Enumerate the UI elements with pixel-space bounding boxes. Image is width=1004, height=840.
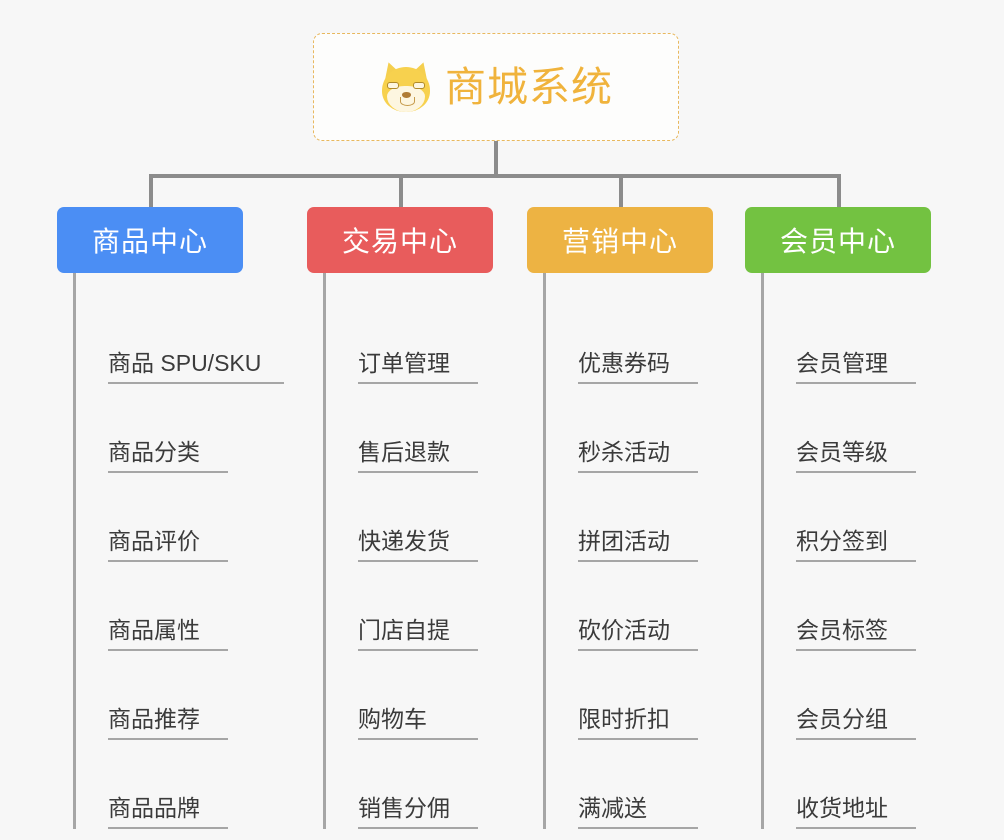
leaf-item[interactable]: 限时折扣 <box>546 651 747 740</box>
leaf-item[interactable]: 秒杀活动 <box>546 384 747 473</box>
leaf-label: 优惠券码 <box>578 349 698 384</box>
connector-horizontal-bus <box>149 174 841 178</box>
leaf-item[interactable]: 订单管理 <box>326 295 527 384</box>
leaf-label: 购物车 <box>358 705 478 740</box>
leaf-label: 拼团活动 <box>578 527 698 562</box>
leaf-item[interactable]: 商品评价 <box>76 473 277 562</box>
leaf-label: 会员管理 <box>796 349 916 384</box>
leaf-item[interactable]: 拼团活动 <box>546 473 747 562</box>
leaf-item[interactable]: 售后退款 <box>326 384 527 473</box>
leaf-label: 会员等级 <box>796 438 916 473</box>
leaf-label: 砍价活动 <box>578 616 698 651</box>
leaf-item[interactable]: 商品品牌 <box>76 740 277 829</box>
leaf-item[interactable]: 商品 SPU/SKU <box>76 295 284 384</box>
branch-trade-center: 交易中心 订单管理 售后退款 快递发货 门店自提 购物车 销售分佣 <box>307 207 527 829</box>
branch-spine-product-center: 商品 SPU/SKU 商品分类 商品评价 商品属性 商品推荐 商品品牌 <box>73 273 284 829</box>
leaf-item[interactable]: 优惠券码 <box>546 295 747 384</box>
leaf-label: 销售分佣 <box>358 794 478 829</box>
category-title: 营销中心 <box>561 226 678 257</box>
leaf-label: 会员标签 <box>796 616 916 651</box>
root-node-title: 商城系统 <box>445 63 613 110</box>
leaf-item[interactable]: 会员标签 <box>764 562 965 651</box>
leaf-item[interactable]: 会员等级 <box>764 384 965 473</box>
category-header-member-center[interactable]: 会员中心 <box>745 207 931 273</box>
leaf-label: 商品分类 <box>108 438 228 473</box>
leaf-item[interactable]: 会员分组 <box>764 651 965 740</box>
connector-root-stem <box>494 141 498 177</box>
leaf-label: 收货地址 <box>796 794 916 829</box>
category-title: 会员中心 <box>779 226 896 257</box>
category-header-product-center[interactable]: 商品中心 <box>57 207 243 273</box>
leaf-label: 秒杀活动 <box>578 438 698 473</box>
branch-member-center: 会员中心 会员管理 会员等级 积分签到 会员标签 会员分组 收货地址 <box>745 207 965 829</box>
category-header-trade-center[interactable]: 交易中心 <box>307 207 493 273</box>
leaf-item[interactable]: 砍价活动 <box>546 562 747 651</box>
leaf-label: 商品推荐 <box>108 705 228 740</box>
leaf-label: 会员分组 <box>796 705 916 740</box>
branch-spine-member-center: 会员管理 会员等级 积分签到 会员标签 会员分组 收货地址 <box>761 273 965 829</box>
leaf-item[interactable]: 快递发货 <box>326 473 527 562</box>
leaf-item[interactable]: 购物车 <box>326 651 527 740</box>
branch-product-center: 商品中心 商品 SPU/SKU 商品分类 商品评价 商品属性 商品推荐 商品品牌 <box>57 207 284 829</box>
leaf-label: 限时折扣 <box>578 705 698 740</box>
category-title: 交易中心 <box>341 226 458 257</box>
leaf-label: 积分签到 <box>796 527 916 562</box>
branch-marketing-center: 营销中心 优惠券码 秒杀活动 拼团活动 砍价活动 限时折扣 满减送 <box>527 207 747 829</box>
leaf-label: 满减送 <box>578 794 698 829</box>
leaf-item[interactable]: 商品属性 <box>76 562 277 651</box>
shiba-dog-face-icon <box>379 59 433 115</box>
branch-spine-trade-center: 订单管理 售后退款 快递发货 门店自提 购物车 销售分佣 <box>323 273 527 829</box>
leaf-label: 门店自提 <box>358 616 478 651</box>
leaf-label: 订单管理 <box>358 349 478 384</box>
leaf-item[interactable]: 销售分佣 <box>326 740 527 829</box>
leaf-label: 商品品牌 <box>108 794 228 829</box>
leaf-item[interactable]: 商品分类 <box>76 384 277 473</box>
leaf-label: 商品属性 <box>108 616 228 651</box>
connector-drop-product-center <box>149 174 153 210</box>
connector-drop-member-center <box>837 174 841 210</box>
leaf-label: 售后退款 <box>358 438 478 473</box>
root-node-shop-system[interactable]: 商城系统 <box>313 33 679 141</box>
leaf-item[interactable]: 门店自提 <box>326 562 527 651</box>
leaf-label: 商品评价 <box>108 527 228 562</box>
connector-drop-trade-center <box>399 174 403 210</box>
category-header-marketing-center[interactable]: 营销中心 <box>527 207 713 273</box>
leaf-item[interactable]: 商品推荐 <box>76 651 277 740</box>
connector-drop-marketing-center <box>619 174 623 210</box>
leaf-item[interactable]: 满减送 <box>546 740 747 829</box>
leaf-item[interactable]: 积分签到 <box>764 473 965 562</box>
branch-spine-marketing-center: 优惠券码 秒杀活动 拼团活动 砍价活动 限时折扣 满减送 <box>543 273 747 829</box>
leaf-label: 快递发货 <box>358 527 478 562</box>
leaf-label: 商品 SPU/SKU <box>108 349 284 384</box>
category-title: 商品中心 <box>91 226 208 257</box>
leaf-item[interactable]: 收货地址 <box>764 740 965 829</box>
leaf-item[interactable]: 会员管理 <box>764 295 965 384</box>
